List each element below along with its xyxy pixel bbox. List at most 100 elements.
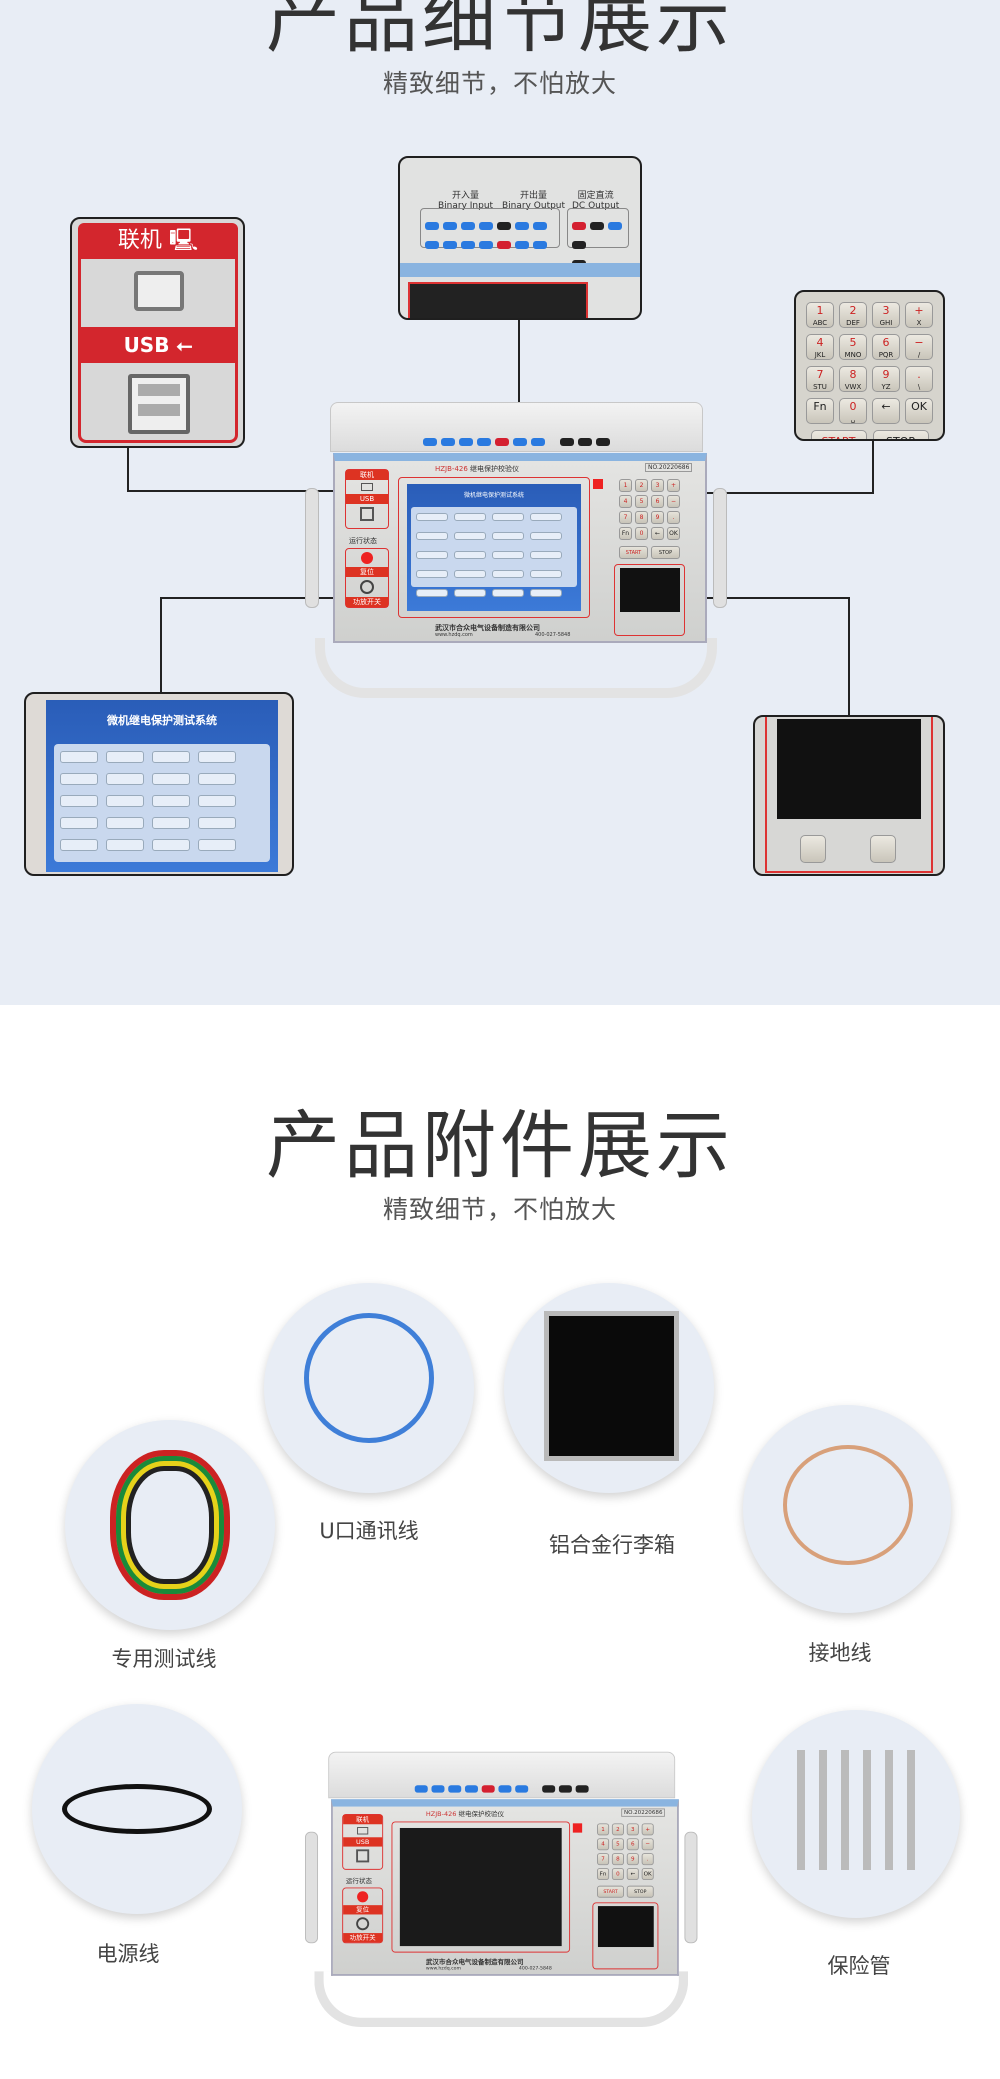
key-main: 5 xyxy=(849,336,857,349)
menu-button[interactable] xyxy=(492,532,524,540)
key-sub: ABC xyxy=(812,319,828,327)
menu-button[interactable] xyxy=(530,513,562,521)
keypad-key[interactable]: 0␣ xyxy=(839,398,867,424)
menu-button[interactable] xyxy=(152,795,190,807)
key-main: 7 xyxy=(816,368,824,381)
keypad-key[interactable]: .\ xyxy=(905,366,933,392)
key-main: 6 xyxy=(882,336,890,349)
menu-button[interactable] xyxy=(152,839,190,851)
online-label: 联机 xyxy=(343,1814,383,1825)
binary-io-jacks xyxy=(420,208,560,249)
menu-button[interactable] xyxy=(454,589,486,597)
keypad-key[interactable]: Fn xyxy=(806,398,834,424)
start-key[interactable]: START xyxy=(597,1885,624,1898)
menu-button[interactable] xyxy=(530,589,562,597)
stop-key[interactable]: STOP xyxy=(872,430,929,439)
key-sub: STU xyxy=(813,383,827,391)
reset-button[interactable] xyxy=(361,552,373,564)
menu-button[interactable] xyxy=(530,551,562,559)
menu-button[interactable] xyxy=(60,817,98,829)
menu-button[interactable] xyxy=(416,589,448,597)
amp-switch[interactable] xyxy=(356,1917,370,1931)
menu-button[interactable] xyxy=(60,773,98,785)
accessory-label: 铝合金行李箱 xyxy=(549,1533,675,1557)
menu-button[interactable] xyxy=(416,532,448,540)
menu-button[interactable] xyxy=(198,751,236,763)
menu-button[interactable] xyxy=(492,551,524,559)
power-cord-icon xyxy=(62,1784,212,1834)
usb-label: USB xyxy=(346,494,388,504)
keypad-key[interactable]: +X xyxy=(905,302,933,328)
key-main: 0 xyxy=(849,400,857,413)
menu-button[interactable] xyxy=(198,839,236,851)
device-screen[interactable]: 微机继电保护测试系统 xyxy=(407,484,581,611)
menu-button[interactable] xyxy=(106,773,144,785)
keypad-key[interactable]: OK xyxy=(905,398,933,424)
key-main: ← xyxy=(881,400,891,413)
touchpad[interactable] xyxy=(777,719,921,819)
start-key[interactable]: START xyxy=(619,546,648,559)
left-click-button[interactable] xyxy=(800,835,826,863)
menu-button[interactable] xyxy=(198,795,236,807)
menu-button[interactable] xyxy=(152,817,190,829)
menu-button[interactable] xyxy=(416,551,448,559)
menu-button[interactable] xyxy=(454,551,486,559)
menu-button[interactable] xyxy=(454,513,486,521)
keypad-key[interactable]: −/ xyxy=(905,334,933,360)
software-title: 微机继电保护测试系统 xyxy=(463,492,524,499)
start-key[interactable]: START xyxy=(810,430,867,439)
connector-line xyxy=(848,597,850,716)
menu-button[interactable] xyxy=(454,532,486,540)
key-sub: MNO xyxy=(844,351,862,359)
stop-key[interactable]: STOP xyxy=(651,546,680,559)
touchpad[interactable] xyxy=(597,1906,654,1948)
menu-button[interactable] xyxy=(416,570,448,578)
key-sub: ␣ xyxy=(850,415,856,423)
menu-button[interactable] xyxy=(492,513,524,521)
binary-input-en: Binary Input xyxy=(438,201,494,211)
menu-button[interactable] xyxy=(416,513,448,521)
menu-button[interactable] xyxy=(454,570,486,578)
menu-button[interactable] xyxy=(60,795,98,807)
menu-button[interactable] xyxy=(198,817,236,829)
touchpad[interactable] xyxy=(619,568,680,612)
company-name: 武汉市合众电气设备制造有限公司 xyxy=(425,1958,524,1966)
device-screen[interactable]: 微机继电保护测试系统 xyxy=(399,1827,562,1947)
details-title: 产品细节展示 xyxy=(266,0,734,63)
menu-button[interactable] xyxy=(152,751,190,763)
menu-button[interactable] xyxy=(106,817,144,829)
device-name: 继电保护校验仪 xyxy=(470,465,520,473)
menu-button[interactable] xyxy=(106,795,144,807)
phone: 400-027-5848 xyxy=(535,632,571,638)
menu-button[interactable] xyxy=(152,773,190,785)
keypad-key[interactable]: ← xyxy=(872,398,900,424)
amp-switch[interactable] xyxy=(360,580,374,594)
model: HZJB-426 xyxy=(435,465,468,473)
menu-button[interactable] xyxy=(492,589,524,597)
right-click-button[interactable] xyxy=(870,835,896,863)
menu-button[interactable] xyxy=(198,773,236,785)
serial-number: NO.20220686 xyxy=(645,463,693,472)
menu-button[interactable] xyxy=(60,751,98,763)
reset-button[interactable] xyxy=(357,1891,369,1903)
connector-line xyxy=(688,597,850,599)
stop-key[interactable]: STOP xyxy=(626,1885,654,1898)
menu-button[interactable] xyxy=(106,839,144,851)
menu-button[interactable] xyxy=(106,751,144,763)
screen-callout: 微机继电保护测试系统 xyxy=(24,692,294,876)
menu-button[interactable] xyxy=(492,570,524,578)
online-label: 联机 xyxy=(117,228,162,253)
menu-button[interactable] xyxy=(530,532,562,540)
menu-button[interactable] xyxy=(530,570,562,578)
menu-button[interactable] xyxy=(60,839,98,851)
